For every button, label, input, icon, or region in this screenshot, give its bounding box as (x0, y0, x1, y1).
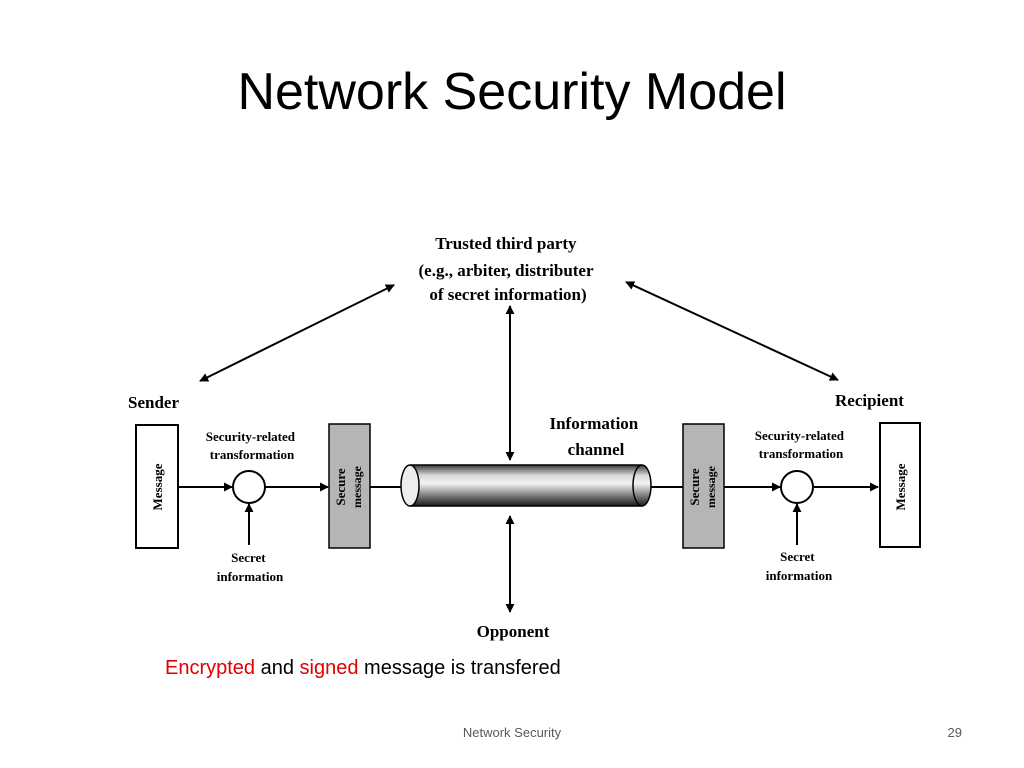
caption: Encrypted and signed message is transfer… (165, 657, 561, 680)
channel-label-line1: Information (549, 414, 638, 433)
svg-text:Security-related transform: Security-related transformation (206, 429, 299, 462)
recipient-secure-message-box (682, 423, 725, 549)
sender-secret-line2: information (217, 569, 284, 584)
caption-and: and (255, 657, 300, 679)
opponent-label: Opponent (477, 622, 550, 641)
recipient-transformation-circle (780, 470, 814, 504)
caption-signed: signed (299, 657, 359, 679)
svg-text:Trusted third party (e.g.,: Trusted third party (e.g., arbiter, dist… (419, 234, 598, 304)
svg-text:Information channel: Information channel (549, 414, 642, 459)
recipient-transformation-line2: transformation (759, 446, 844, 461)
sender-secure-message-box (328, 423, 371, 549)
trusted-party-line2: (e.g., arbiter, distributer (419, 261, 594, 280)
recipient-secret-line1: Secret (780, 549, 815, 564)
sender-transformation-circle (232, 470, 266, 504)
footer-label: Network Security (462, 725, 562, 740)
svg-text:Secret information: Secret information (217, 550, 284, 584)
sender-secure-line2: message (350, 465, 364, 508)
channel-label-line2: channel (568, 440, 625, 459)
sender-message-text: Message (150, 463, 165, 510)
recipient-message-text: Message (893, 463, 908, 510)
recipient-message-box (879, 422, 921, 548)
recipient-secret-line2: information (766, 568, 833, 583)
recipient-secure-line2: message (704, 465, 718, 508)
page-number: 29 (947, 725, 962, 740)
recipient-transformation-line1: Security-related (755, 428, 845, 443)
recipient-trusted-arrow (625, 281, 839, 381)
sender-secret-line1: Secret (231, 550, 266, 565)
sender-transformation-line1: Security-related (206, 429, 296, 444)
recipient-secure-line1: Secure (687, 468, 702, 506)
sender-trusted-arrow (199, 284, 395, 382)
caption-rest: message is transfered (358, 657, 561, 679)
svg-text:Security-related transform: Security-related transformation (755, 428, 848, 461)
svg-text:Secret information: Secret information (766, 549, 833, 583)
sender-label: Sender (128, 393, 179, 412)
trusted-party-line3: of secret information) (429, 285, 586, 304)
network-security-diagram: Trusted third party (e.g., arbiter, dist… (128, 234, 921, 641)
sender-transformation-line2: transformation (210, 447, 295, 462)
sender-secure-line1: Secure (333, 468, 348, 506)
caption-encrypted: Encrypted (165, 657, 256, 679)
information-channel-pipe (400, 464, 652, 507)
recipient-label: Recipient (835, 391, 904, 410)
slide-title: Network Security Model (237, 63, 787, 121)
trusted-party-line1: Trusted third party (435, 234, 577, 253)
